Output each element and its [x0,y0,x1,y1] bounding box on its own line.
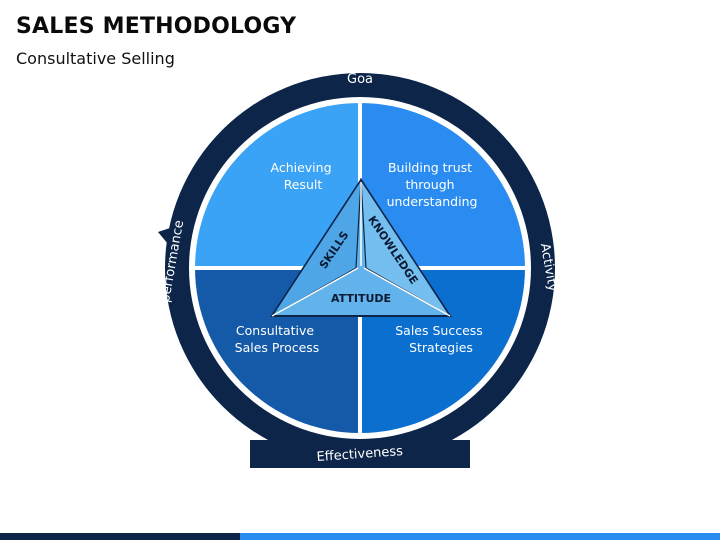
bottom-accent-bar [0,533,720,540]
page-title: SALES METHODOLOGY [16,14,297,39]
quadrant-bottom-left-label: Consultative Sales Process [235,323,320,355]
ring-label-top: Goa [347,72,373,87]
triangle-label-attitude: ATTITUDE [331,292,391,305]
quadrant-top-left-label: Achieving Result [270,160,335,192]
ring-base-tab [250,440,470,468]
ring-arrow-notch [158,228,170,244]
quadrant-top-right-label: Building trust through understanding [387,160,478,209]
triangle-divider-right [363,267,451,317]
quadrant-bottom-right-label: Sales Success Strategies [395,323,487,355]
page-subtitle: Consultative Selling [16,49,175,68]
triangle-divider-left [271,267,359,317]
ring-label-bottom: Effectiveness [316,444,404,465]
